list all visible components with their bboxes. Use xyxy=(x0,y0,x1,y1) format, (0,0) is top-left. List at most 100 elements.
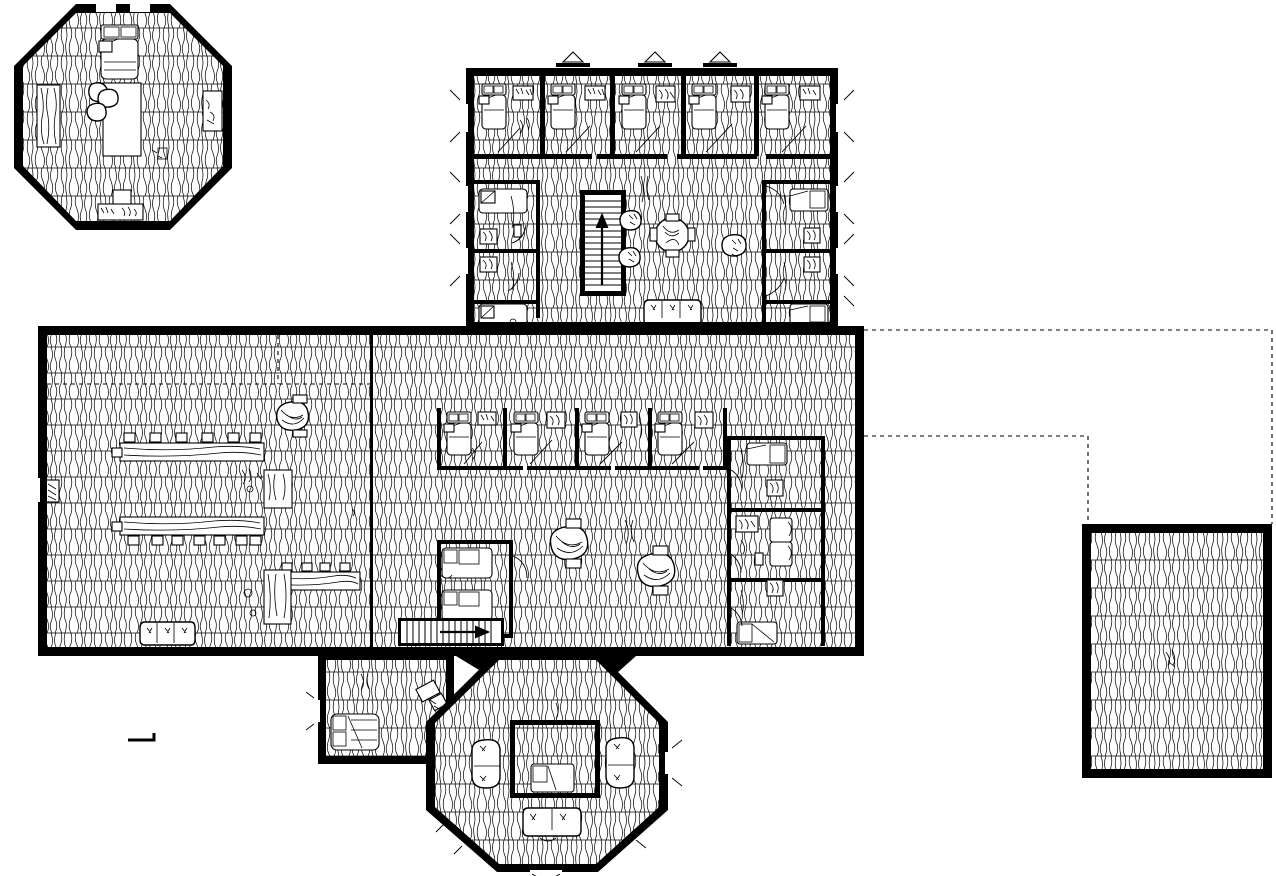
bathrooms-northwest xyxy=(478,188,528,322)
lounge-center-furniture xyxy=(549,518,676,596)
dormer-window-icon xyxy=(561,51,585,63)
dormer-window-icon xyxy=(708,51,732,63)
round-table-icon xyxy=(636,552,676,588)
window-west-icon xyxy=(464,248,468,274)
dormer-windows-north xyxy=(556,51,737,67)
block-main-central-wing xyxy=(36,326,864,690)
sink-icon xyxy=(735,515,759,533)
round-table-icon xyxy=(276,400,310,431)
long-table-icon xyxy=(119,442,265,462)
chair-icon xyxy=(652,585,669,596)
block-octagonal-bedroom-pavilion-northwest xyxy=(14,2,232,230)
dresser-icon xyxy=(202,90,223,132)
nightstand-icon xyxy=(655,85,676,103)
bench-icon xyxy=(139,621,196,646)
nightstand-icon xyxy=(730,85,751,103)
bathtub-icon xyxy=(789,303,829,322)
chair-icon xyxy=(565,558,582,569)
furniture-octagon-south xyxy=(471,702,635,842)
round-table-icon xyxy=(654,217,690,253)
great-hall-dining-furniture xyxy=(47,394,361,646)
skylight-north xyxy=(130,2,150,12)
bed-icon xyxy=(441,547,493,579)
toilet-icon xyxy=(766,579,784,597)
chair-icon xyxy=(652,545,669,556)
scale-bar-mark xyxy=(128,733,156,742)
central-hall-north-furniture xyxy=(580,175,747,322)
chairs-row-lower xyxy=(127,535,262,546)
bathrooms-northeast xyxy=(765,185,829,322)
furniture-outbuilding xyxy=(1165,649,1176,668)
nightstand-icon xyxy=(620,411,638,428)
chairs-row-upper xyxy=(123,432,262,443)
skylight-north xyxy=(96,2,116,12)
nightstand-icon xyxy=(546,411,566,429)
rug-icon xyxy=(263,569,292,625)
bathrooms-main-east xyxy=(727,436,825,646)
bathtub-icon xyxy=(746,442,788,466)
bedroom-units-north xyxy=(478,83,821,153)
sofa-icon xyxy=(605,737,635,789)
pillow-icon xyxy=(332,731,347,747)
staircase-south xyxy=(398,618,504,646)
window-west-icon xyxy=(464,186,468,212)
furniture-annex-south xyxy=(330,673,446,751)
chair-icon xyxy=(665,249,680,258)
wall-niche-icon xyxy=(47,479,60,503)
toilet-icon xyxy=(479,256,498,273)
chair-icon xyxy=(111,447,123,458)
chair-icon xyxy=(665,213,680,222)
long-table-icon xyxy=(119,516,265,536)
window-east-icon xyxy=(836,248,840,274)
armchair-icon xyxy=(97,88,119,108)
interior-wing-north xyxy=(474,76,830,322)
bedroom-units-main xyxy=(437,408,727,470)
window-west-icon xyxy=(316,700,320,722)
chairs-row-right xyxy=(281,562,351,572)
floor-outbuilding xyxy=(1091,533,1263,769)
armchair-icon xyxy=(86,102,107,122)
armchair-icon xyxy=(618,246,641,268)
pillow-icon xyxy=(120,26,137,38)
pillow-icon xyxy=(103,26,120,38)
nightstand-icon xyxy=(694,411,714,429)
desk-icon xyxy=(477,411,497,426)
shower-icon xyxy=(769,541,793,567)
window-west-icon xyxy=(464,104,468,132)
blanket-fold-icon xyxy=(98,40,113,53)
toilet-icon xyxy=(766,479,784,497)
window-east-icon xyxy=(836,186,840,212)
stool-icon xyxy=(157,147,168,160)
dormer-window-icon xyxy=(643,51,667,63)
dashed-leader-upper xyxy=(864,329,1273,524)
shower-icon xyxy=(769,517,793,543)
chair-icon xyxy=(565,518,582,529)
pillow-icon xyxy=(332,715,347,731)
block-detached-outbuilding-southeast xyxy=(1082,524,1272,778)
toilet-icon xyxy=(803,256,821,273)
sofa-icon xyxy=(471,739,501,789)
windows-wing-north xyxy=(449,89,855,307)
chair-icon xyxy=(111,521,123,532)
window-east-icon xyxy=(665,752,670,774)
interior-wing-main xyxy=(47,335,825,647)
toilet-icon xyxy=(479,228,498,245)
sofa-icon xyxy=(643,299,702,322)
block-north-bedroom-wing xyxy=(449,51,855,330)
window-west-icon xyxy=(36,478,40,502)
bathtub-icon xyxy=(789,188,829,212)
desk-icon xyxy=(97,203,144,221)
toilet-icon xyxy=(803,227,821,244)
desk-icon xyxy=(415,679,441,703)
block-octagonal-living-room-south xyxy=(426,652,683,876)
furniture-octagon-nw xyxy=(36,24,223,221)
dashed-leader-lower xyxy=(864,435,1089,524)
window-east-icon xyxy=(836,104,840,132)
leader-lines-group xyxy=(864,329,1273,524)
chair-icon xyxy=(292,429,308,438)
chair-icon xyxy=(649,227,658,242)
door-south-icon xyxy=(530,870,562,875)
round-table-icon xyxy=(549,525,589,561)
